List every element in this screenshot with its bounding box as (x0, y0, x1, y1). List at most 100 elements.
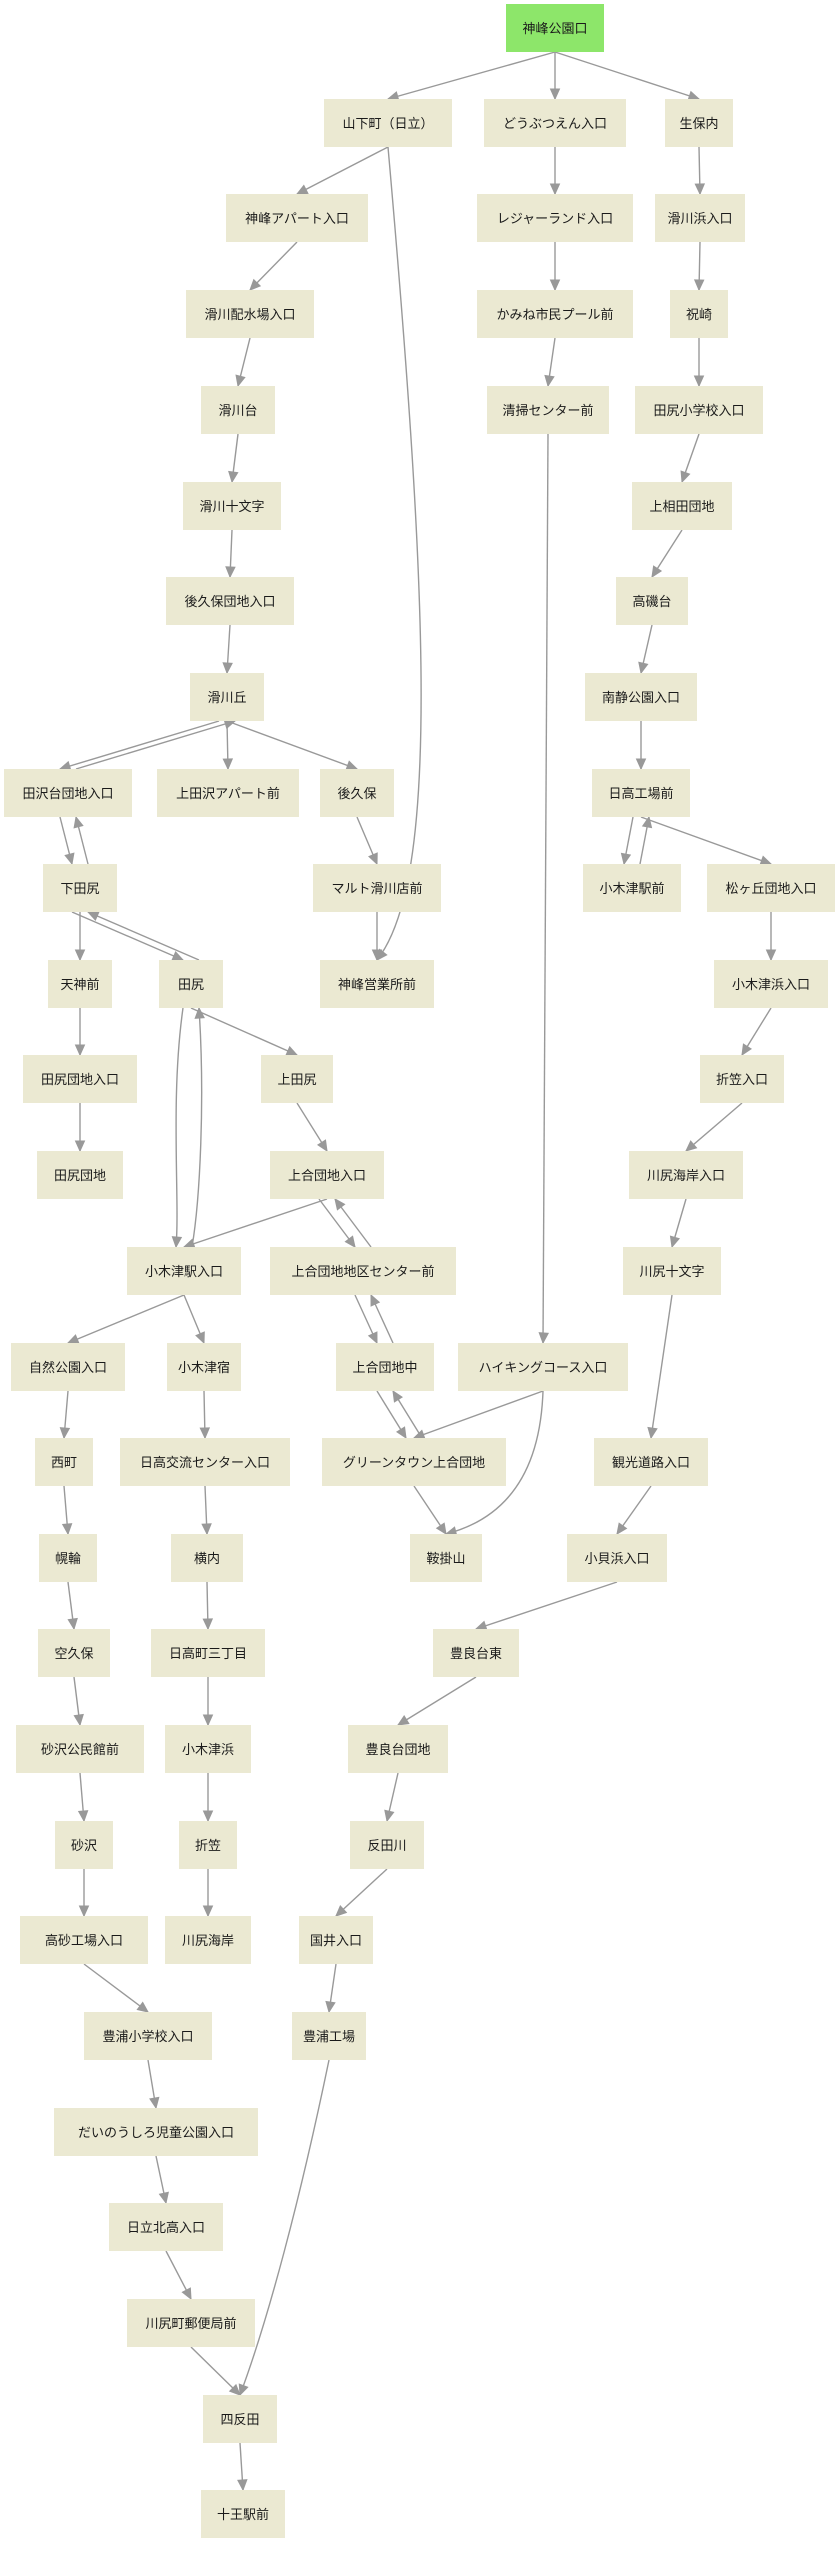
stop-node-n71[interactable]: 十王駅前 (201, 2490, 285, 2538)
stop-node-n55[interactable]: 豊良台東 (433, 1629, 519, 1677)
stop-node-n13[interactable]: 田尻小学校入口 (635, 386, 763, 434)
stop-node-n32[interactable]: 田尻団地入口 (23, 1055, 137, 1103)
stop-node-n60[interactable]: 折笠 (179, 1821, 237, 1869)
arrowhead-n40-to-n48 (647, 1426, 658, 1440)
stop-node-n38[interactable]: 小木津駅入口 (127, 1247, 241, 1295)
stop-node-n53[interactable]: 空久保 (38, 1629, 110, 1677)
stop-node-n39[interactable]: 上合団地地区センター前 (270, 1247, 456, 1295)
stop-node-label: 山下町（日立） (342, 117, 433, 132)
stop-node-n31[interactable]: 小木津浜入口 (714, 960, 828, 1008)
stop-node-box (320, 960, 434, 1008)
stop-node-label: 南静公園入口 (602, 690, 680, 706)
stop-node-n57[interactable]: 小木津浜 (165, 1725, 251, 1773)
stop-node-n64[interactable]: 国井入口 (299, 1916, 373, 1964)
stop-node-n14[interactable]: 滑川十文字 (183, 482, 281, 530)
stop-node-n28[interactable]: 天神前 (48, 960, 112, 1008)
stop-node-n27[interactable]: 松ヶ丘団地入口 (707, 864, 835, 912)
stop-node-n11[interactable]: 滑川台 (201, 386, 275, 434)
arrowhead-n57-to-n60 (202, 1810, 214, 1823)
stop-node-n52[interactable]: 小貝浜入口 (567, 1534, 667, 1582)
stop-node-n36[interactable]: 上合団地入口 (270, 1151, 384, 1199)
stop-node-n30[interactable]: 神峰営業所前 (320, 960, 434, 1008)
stop-node-label: 上相田団地 (649, 500, 714, 515)
stop-node-n25[interactable]: マルト滑川店前 (313, 864, 441, 912)
stop-node-n1[interactable]: 神峰公園口 (506, 4, 604, 52)
stop-node-n68[interactable]: 日立北高入口 (109, 2203, 223, 2251)
stop-node-n5[interactable]: 神峰アパート入口 (226, 194, 368, 242)
stop-node-n23[interactable]: 日高工場前 (592, 769, 690, 817)
stop-node-n69[interactable]: 川尻町郵便局前 (127, 2299, 255, 2347)
stop-node-label: 横内 (194, 1551, 220, 1567)
stop-node-n9[interactable]: かみね市民プール前 (477, 290, 633, 338)
stop-node-n59[interactable]: 砂沢 (55, 1821, 113, 1869)
stop-node-n19[interactable]: 南静公園入口 (585, 673, 697, 721)
stop-node-n62[interactable]: 高砂工場入口 (20, 1916, 148, 1964)
stop-node-n58[interactable]: 豊良台団地 (348, 1725, 448, 1773)
stop-node-n22[interactable]: 後久保 (320, 769, 394, 817)
stop-node-n51[interactable]: 鞍掛山 (410, 1534, 482, 1582)
stop-node-n66[interactable]: 豊浦工場 (292, 2012, 366, 2060)
stop-node-box (410, 1534, 482, 1582)
edge-n18-to-n20 (59, 720, 220, 770)
stop-node-n3[interactable]: どうぶつえん入口 (484, 99, 626, 147)
stop-node-n56[interactable]: 砂沢公民館前 (16, 1725, 144, 1773)
stop-node-n67[interactable]: だいのうしろ児童公園入口 (54, 2108, 258, 2156)
arrowhead-n43-to-n47 (395, 1426, 407, 1440)
stop-node-n65[interactable]: 豊浦小学校入口 (84, 2012, 212, 2060)
stop-node-box (655, 194, 745, 242)
stop-node-n35[interactable]: 田尻団地 (37, 1151, 123, 1199)
stop-node-n15[interactable]: 上相田団地 (632, 482, 732, 530)
stop-node-box (127, 1247, 241, 1295)
stop-node-n54[interactable]: 日高町三丁目 (151, 1629, 265, 1677)
arrowhead-n47-to-n51 (435, 1522, 447, 1536)
stop-node-n45[interactable]: 西町 (35, 1438, 93, 1486)
stop-node-n49[interactable]: 幌輪 (39, 1534, 97, 1582)
stop-node-n43[interactable]: 上合団地中 (336, 1343, 434, 1391)
stop-node-n6[interactable]: レジャーランド入口 (477, 194, 633, 242)
stop-node-n61[interactable]: 反田川 (350, 1821, 424, 1869)
arrowhead-n29-to-n38 (171, 1236, 183, 1249)
stop-node-n29[interactable]: 田尻 (159, 960, 223, 1008)
stop-node-label: どうぶつえん入口 (503, 117, 607, 132)
stop-node-n47[interactable]: グリーンタウン上合団地 (322, 1438, 506, 1486)
stop-node-label: グリーンタウン上合団地 (343, 1456, 485, 1471)
stop-node-n33[interactable]: 上田尻 (261, 1055, 333, 1103)
stop-node-box (165, 1916, 251, 1964)
stop-node-n26[interactable]: 小木津駅前 (583, 864, 681, 912)
arrowhead-n46-to-n50 (201, 1523, 212, 1536)
stop-node-n8[interactable]: 滑川配水場入口 (186, 290, 314, 338)
stop-node-n50[interactable]: 横内 (171, 1534, 243, 1582)
stop-node-n24[interactable]: 下田尻 (43, 864, 117, 912)
stop-node-n17[interactable]: 高磯台 (616, 577, 688, 625)
stop-node-n40[interactable]: 川尻十文字 (623, 1247, 721, 1295)
stop-node-n4[interactable]: 生保内 (665, 99, 733, 147)
stop-node-n10[interactable]: 祝崎 (670, 290, 728, 338)
stop-node-n34[interactable]: 折笠入口 (700, 1055, 784, 1103)
arrowhead-n44-to-n47 (412, 1429, 426, 1440)
stop-node-n21[interactable]: 上田沢アパート前 (157, 769, 299, 817)
stop-node-n41[interactable]: 自然公園入口 (11, 1343, 125, 1391)
edge-n29-to-n38 (175, 1007, 184, 1248)
stop-node-n20[interactable]: 田沢台団地入口 (4, 769, 132, 817)
stop-node-n18[interactable]: 滑川丘 (190, 673, 264, 721)
stop-node-box (714, 960, 828, 1008)
stop-node-label: 滑川台 (218, 404, 257, 419)
stop-node-label: 生保内 (679, 116, 718, 132)
stop-node-n7[interactable]: 滑川浜入口 (655, 194, 745, 242)
stop-node-n16[interactable]: 後久保団地入口 (166, 577, 294, 625)
stop-node-n2[interactable]: 山下町（日立） (324, 99, 452, 147)
edge-n69-to-n70 (190, 2346, 241, 2396)
stop-node-n46[interactable]: 日高交流センター入口 (120, 1438, 290, 1486)
stop-node-box (292, 2012, 366, 2060)
stop-node-n44[interactable]: ハイキングコース入口 (458, 1343, 628, 1391)
stop-node-n48[interactable]: 観光道路入口 (594, 1438, 708, 1486)
stop-node-label: 高磯台 (632, 594, 671, 610)
stop-node-n37[interactable]: 川尻海岸入口 (629, 1151, 743, 1199)
stop-node-n70[interactable]: 四反田 (203, 2395, 277, 2443)
stop-node-n42[interactable]: 小木津宿 (167, 1343, 241, 1391)
stop-node-n63[interactable]: 川尻海岸 (165, 1916, 251, 1964)
arrowhead-n7-to-n10 (693, 279, 705, 292)
stop-node-n12[interactable]: 清掃センター前 (487, 386, 609, 434)
arrowhead-n34-to-n37 (685, 1140, 698, 1152)
arrowhead-n19-to-n23 (635, 758, 647, 771)
